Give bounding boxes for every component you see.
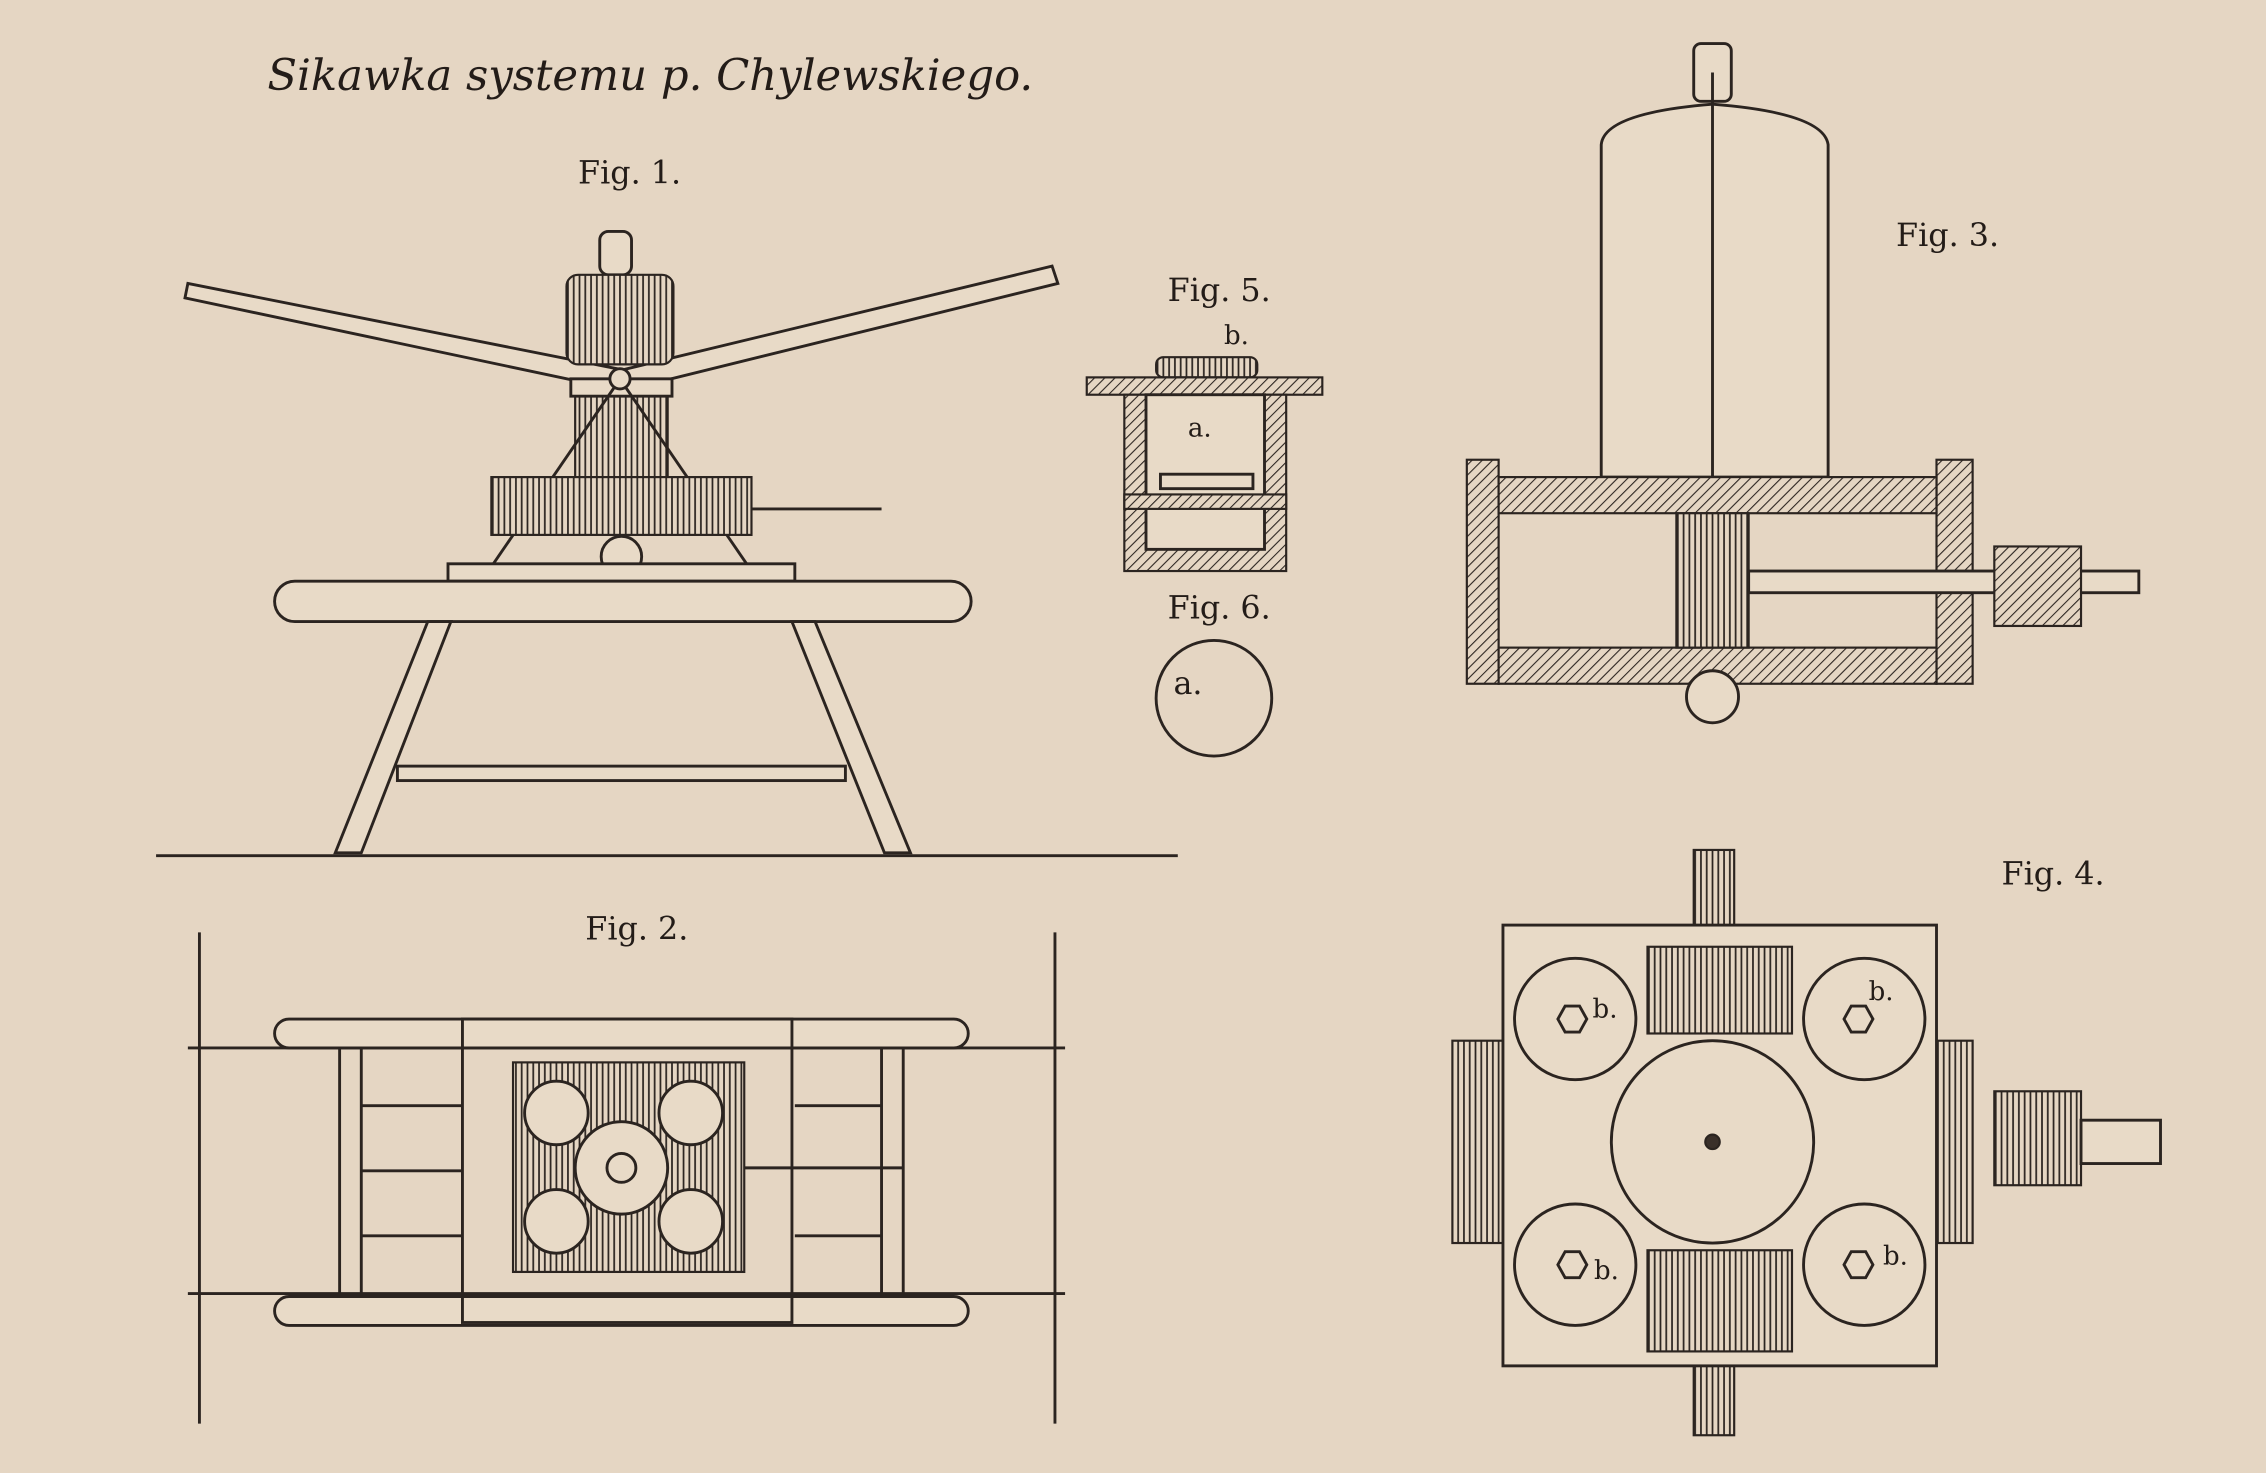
valve-label-b: b. [1883, 1242, 1908, 1272]
fig-2-label: Fig. 2. [585, 911, 688, 948]
pump-lever-left [183, 281, 626, 393]
fig-5-label: Fig. 5. [1168, 272, 1271, 309]
valve-label-b: b. [1593, 995, 1618, 1025]
fig-3-label: Fig. 3. [1896, 217, 1999, 254]
leg-right [789, 620, 913, 855]
fig-6-label: Fig. 6. [1168, 590, 1271, 627]
plate-title: Sikawka systemu p. Chylewskiego. [267, 51, 1033, 101]
beam-top [273, 1017, 970, 1050]
valve-label-b: b. [1869, 977, 1894, 1007]
pump-body [490, 476, 753, 536]
figure-3-section: Fig. 3. [1465, 42, 2141, 725]
valve-label-b: b. [1594, 1256, 1619, 1286]
air-chamber-section [1599, 102, 1830, 479]
leg-left [333, 620, 453, 855]
fig-4-label: Fig. 4. [2002, 856, 2105, 893]
valve-disc [1154, 638, 1274, 758]
figure-6-valve-disc: Fig. 6. a. [1154, 590, 1274, 758]
piston [1675, 512, 1750, 649]
fig-1-label: Fig. 1. [578, 155, 681, 192]
pivot [608, 367, 632, 391]
figure-4-plan: Fig. 4. b. b. b. b. [1451, 848, 2162, 1437]
label-b: b. [1224, 321, 1249, 351]
figure-2-top-view: Fig. 2. [187, 911, 1066, 1424]
figure-1-side-view: Fig. 1. [156, 155, 1178, 858]
leg-crossbar [395, 764, 847, 783]
carrying-beam [273, 579, 973, 624]
pump-lever-right [619, 264, 1060, 393]
beam-bottom [273, 1295, 970, 1327]
figure-5-valve-section: Fig. 5. b. a. [1085, 272, 1324, 573]
label-a: a. [1188, 414, 1212, 444]
air-chamber [565, 273, 675, 366]
base-plate [446, 562, 797, 583]
label-a: a. [1173, 665, 1202, 702]
air-chamber-cap [598, 229, 633, 277]
